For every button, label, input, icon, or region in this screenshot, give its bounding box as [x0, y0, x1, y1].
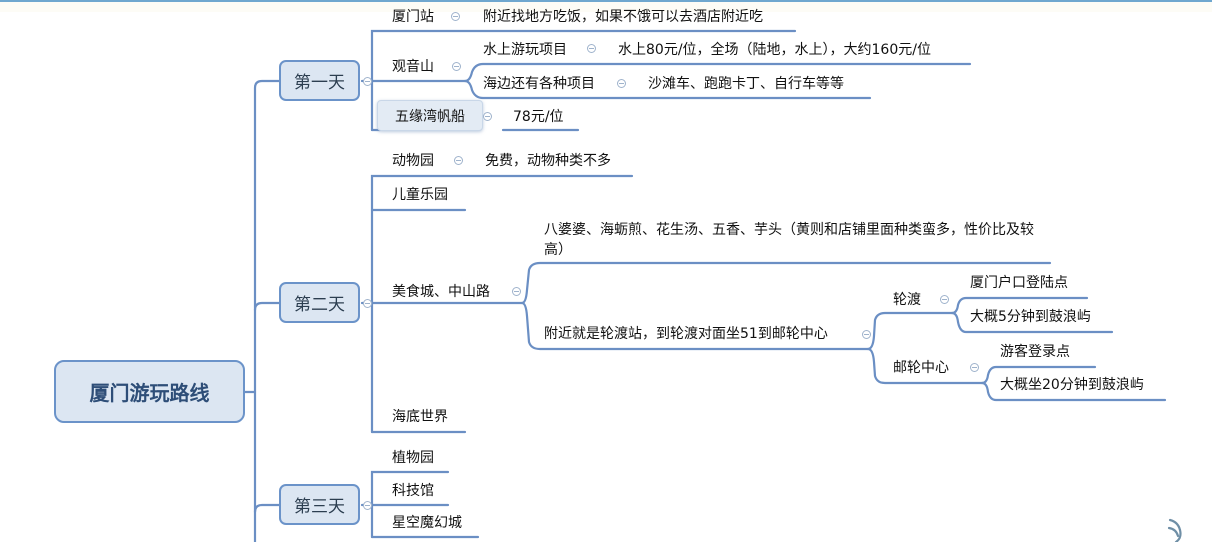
topic-food-street[interactable]: 美食城、中山路 [392, 284, 490, 300]
topic-ferry[interactable]: 轮渡 [893, 292, 921, 308]
topic-ferry-note[interactable]: 附近就是轮渡站，到轮渡对面坐51到邮轮中心 [544, 326, 828, 342]
topic-zoo-note[interactable]: 免费，动物种类不多 [485, 153, 611, 169]
collapse-toggle-icon[interactable] [512, 287, 521, 296]
collapse-toggle-icon[interactable] [363, 501, 372, 510]
topic-cruise-center[interactable]: 邮轮中心 [893, 360, 949, 376]
collapse-toggle-icon[interactable] [363, 77, 372, 86]
canvas-top-shade [0, 2, 1212, 12]
day-one-topic[interactable]: 第一天 [279, 60, 360, 101]
collapse-toggle-icon[interactable] [483, 112, 492, 121]
topic-food-list[interactable]: 八婆婆、海蛎煎、花生汤、五香、芋头（黄则和店铺里面种类蛮多，性价比及较高） [544, 222, 1034, 258]
day-three-topic[interactable]: 第三天 [279, 484, 360, 525]
collapse-toggle-icon[interactable] [862, 330, 871, 339]
topic-zoo[interactable]: 动物园 [392, 153, 434, 169]
collapse-toggle-icon[interactable] [363, 299, 372, 308]
topic-botanical-garden[interactable]: 植物园 [392, 450, 434, 466]
topic-xiamen-station[interactable]: 厦门站 [392, 9, 434, 25]
collapse-toggle-icon[interactable] [940, 295, 949, 304]
topic-kids-park[interactable]: 儿童乐园 [392, 187, 448, 203]
topic-sailing-price[interactable]: 78元/位 [513, 109, 564, 125]
topic-note[interactable]: 附近找地方吃饭，如果不饿可以去酒店附近吃 [483, 9, 763, 25]
collapse-toggle-icon[interactable] [452, 62, 461, 71]
collapse-toggle-icon[interactable] [617, 79, 626, 88]
collapse-toggle-icon[interactable] [970, 363, 979, 372]
topic-ferry-time[interactable]: 大概5分钟到鼓浪屿 [970, 309, 1091, 325]
topic-seaside-list[interactable]: 沙滩车、跑跑卡丁、自行车等等 [648, 76, 844, 92]
topic-visitor-landing[interactable]: 游客登录点 [1000, 344, 1070, 360]
root-topic[interactable]: 厦门游玩路线 [54, 360, 245, 423]
topic-guanyinshan[interactable]: 观音山 [392, 59, 434, 75]
topic-aquarium[interactable]: 海底世界 [392, 409, 448, 425]
collapse-toggle-icon[interactable] [451, 12, 460, 21]
topic-ferry-landing[interactable]: 厦门户口登陆点 [970, 275, 1068, 291]
topic-starry-magic-city[interactable]: 星空魔幻城 [392, 515, 462, 531]
collapse-toggle-icon[interactable] [454, 156, 463, 165]
topic-cruise-time[interactable]: 大概坐20分钟到鼓浪屿 [1000, 377, 1144, 393]
canvas-top-border [0, 0, 1212, 2]
day-two-topic[interactable]: 第二天 [279, 282, 360, 323]
topic-science-museum[interactable]: 科技馆 [392, 483, 434, 499]
watermark-logo-icon [1167, 518, 1182, 542]
topic-wuyuan-sailing[interactable]: 五缘湾帆船 [377, 100, 483, 131]
collapse-toggle-icon[interactable] [587, 44, 596, 53]
topic-water-activities[interactable]: 水上游玩项目 [483, 42, 567, 58]
topic-seaside-activities[interactable]: 海边还有各种项目 [483, 76, 595, 92]
topic-water-price[interactable]: 水上80元/位，全场（陆地，水上），大约160元/位 [618, 42, 931, 58]
